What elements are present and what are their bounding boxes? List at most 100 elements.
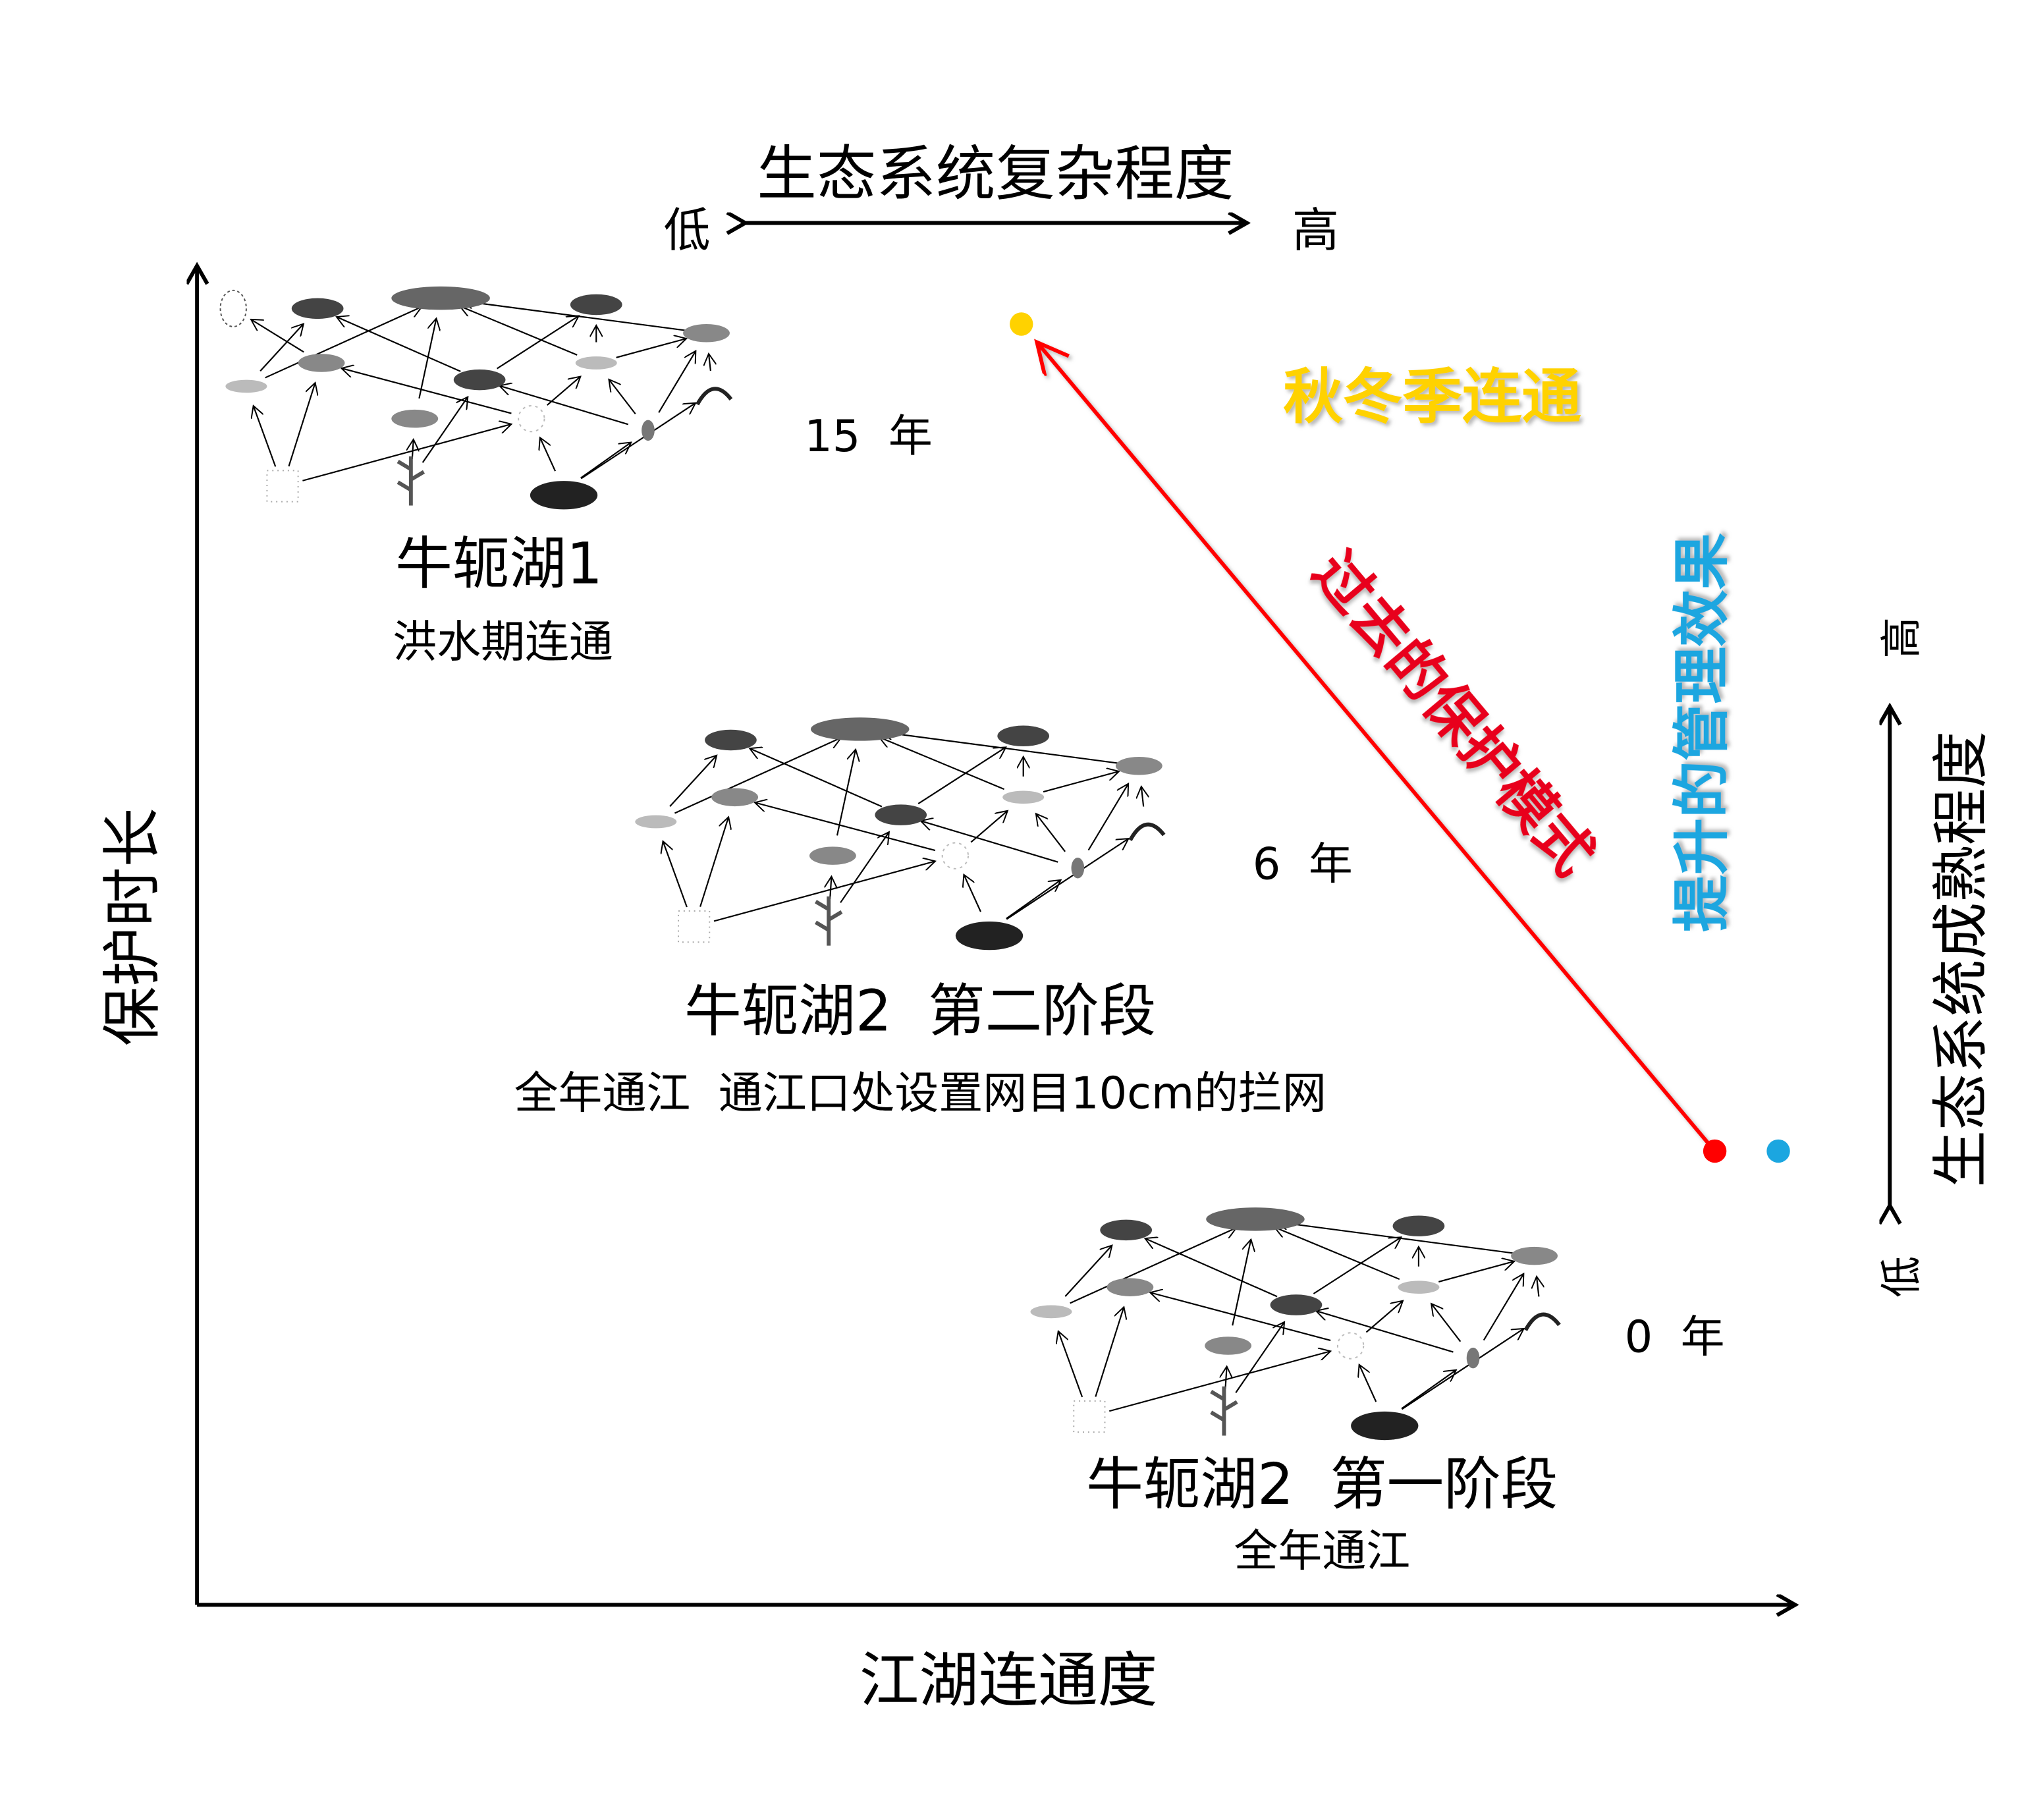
algae-icon xyxy=(1073,1400,1106,1433)
top-axis-title: 生态系统复杂程度 xyxy=(757,140,1234,209)
zooplankton-icon xyxy=(518,404,545,433)
top-axis-high: 高 xyxy=(1292,203,1339,258)
food-web-link xyxy=(265,307,422,379)
food-web-link xyxy=(663,841,688,908)
stage-3-name: 牛轭湖2 第一阶段 xyxy=(1086,1452,1558,1518)
stage-1-desc: 洪水期连通 xyxy=(393,617,613,668)
food-web-link xyxy=(1483,1274,1524,1341)
food-web-3 xyxy=(1030,1207,1561,1441)
food-web-link xyxy=(917,747,1006,805)
stage-1-years: 15 年 xyxy=(804,410,933,462)
food-web-1 xyxy=(219,286,733,510)
algae-icon xyxy=(266,470,299,503)
food-web-link xyxy=(341,368,512,414)
aquatic-plant-icon xyxy=(815,896,843,946)
food-web-link xyxy=(254,406,277,467)
food-web-link xyxy=(1359,1365,1377,1402)
food-web-link xyxy=(412,439,414,459)
food-web-link xyxy=(499,386,629,426)
food-web-link xyxy=(1401,1370,1456,1410)
food-web-link xyxy=(669,756,717,808)
food-web-link xyxy=(251,319,304,353)
food-web-link xyxy=(461,301,686,331)
food-web-link xyxy=(497,316,579,370)
stage-3-years: 0 年 xyxy=(1625,1311,1725,1363)
right-axis-title: 生态系统成熟程度 xyxy=(1928,731,1994,1188)
top-axis-low: 低 xyxy=(664,203,711,258)
food-web-link xyxy=(713,861,935,922)
stage-3-desc: 全年通江 xyxy=(1234,1525,1410,1576)
food-web-link xyxy=(580,403,696,480)
food-web-link xyxy=(1365,1301,1403,1333)
algae-icon xyxy=(678,910,711,943)
food-web-link xyxy=(836,750,856,836)
fish-icon xyxy=(453,369,506,391)
food-web-link xyxy=(460,306,578,356)
blue-arrow-label: 提升的管理效果 xyxy=(1669,532,1735,931)
detritus-icon xyxy=(1351,1411,1419,1441)
zooplankton-icon xyxy=(941,842,970,869)
food-web-link xyxy=(260,324,304,372)
food-web-link xyxy=(1036,813,1066,852)
food-web-link xyxy=(1087,784,1129,851)
snail-icon xyxy=(642,420,655,441)
fish-icon xyxy=(705,729,757,751)
food-web-link xyxy=(1145,1238,1278,1298)
fishing-net-icon xyxy=(219,289,247,327)
food-web-link xyxy=(1431,1304,1462,1342)
fish-icon xyxy=(997,725,1050,747)
y-axis-title: 保护时长 xyxy=(98,808,167,1046)
red-arrow xyxy=(1037,343,1716,1153)
food-web-link xyxy=(970,811,1008,843)
food-web-link xyxy=(1108,1351,1330,1412)
food-web-link xyxy=(1537,1277,1539,1297)
food-web-link xyxy=(1006,839,1128,920)
food-web-link xyxy=(699,817,728,907)
food-web-link xyxy=(288,383,315,467)
aquatic-plant-icon xyxy=(396,456,425,506)
fish-icon xyxy=(809,846,856,865)
fish-icon xyxy=(1511,1246,1558,1265)
fish-icon xyxy=(1398,1281,1440,1294)
fish-icon xyxy=(1107,1278,1154,1296)
food-web-2 xyxy=(635,717,1166,951)
food-web-link xyxy=(1141,786,1143,807)
fish-icon xyxy=(875,804,927,825)
detritus-icon xyxy=(530,481,598,510)
food-web-link xyxy=(964,875,981,912)
fish-icon xyxy=(570,294,622,316)
food-web-link xyxy=(830,877,831,899)
shrimp-icon xyxy=(696,387,733,406)
food-web-link xyxy=(674,738,841,814)
food-web-link xyxy=(1064,1246,1112,1297)
fish-icon xyxy=(225,379,267,393)
fish-icon xyxy=(291,298,344,319)
food-web-link xyxy=(547,377,581,406)
fish-icon xyxy=(1115,756,1162,775)
food-web-link xyxy=(1235,1322,1284,1393)
dolphin-icon xyxy=(391,286,490,310)
food-web-link xyxy=(609,379,636,415)
fish-icon xyxy=(1205,1337,1252,1355)
fish-icon xyxy=(683,323,730,343)
fish-icon xyxy=(1100,1219,1153,1241)
food-web-link xyxy=(1058,1331,1083,1398)
food-web-link xyxy=(921,821,1058,863)
fish-icon xyxy=(635,815,677,829)
food-web-link xyxy=(580,443,632,479)
aquatic-plant-icon xyxy=(1210,1386,1238,1436)
food-web-link xyxy=(750,748,883,808)
right-axis-low: 低 xyxy=(1878,1256,1926,1298)
food-web-link xyxy=(1070,1228,1237,1304)
food-web-link xyxy=(422,397,468,463)
red-arrow-start-dot xyxy=(1703,1139,1727,1163)
food-web-link xyxy=(879,737,1005,790)
shrimp-icon xyxy=(1523,1312,1561,1331)
snail-icon xyxy=(1071,857,1085,879)
food-web-link xyxy=(1232,1240,1251,1326)
fish-icon xyxy=(298,354,345,372)
food-web-link xyxy=(709,354,711,372)
food-web-link xyxy=(1274,1227,1400,1281)
